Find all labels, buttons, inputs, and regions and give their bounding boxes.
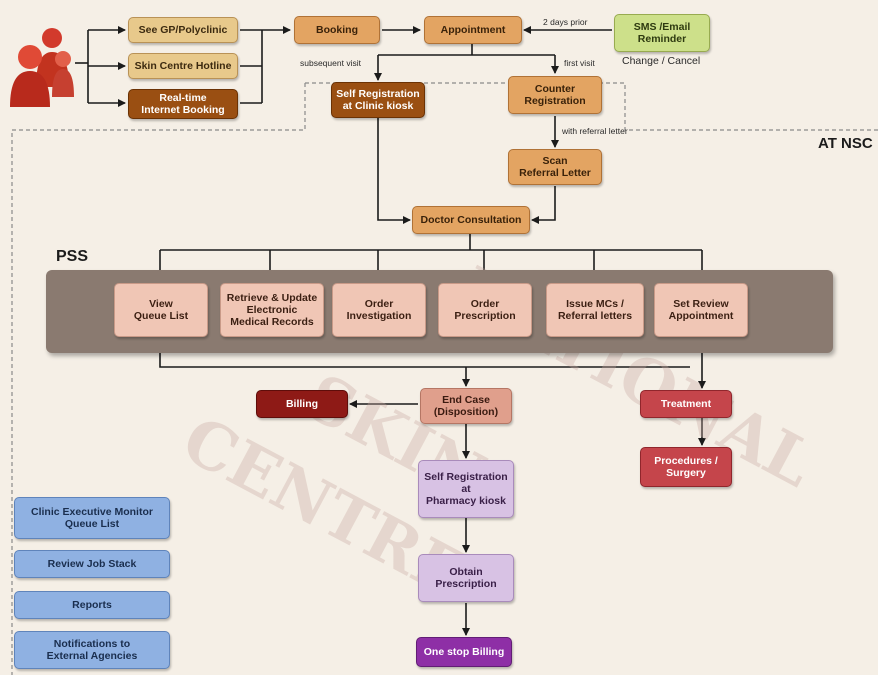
patient-group-icon [10,28,74,107]
order-investigation-box: Order Investigation [332,283,426,337]
order-prescription-box: Order Prescription [438,283,532,337]
treatment-box: Treatment [640,390,732,418]
procedures-surgery-box: Procedures / Surgery [640,447,732,487]
self-registration-clinic-kiosk-box: Self Registration at Clinic kiosk [331,82,425,118]
see-gp-polyclinic-box: See GP/Polyclinic [128,17,238,43]
issue-mcs-referral-box: Issue MCs / Referral letters [546,283,644,337]
review-job-stack-box: Review Job Stack [14,550,170,578]
appointment-box: Appointment [424,16,522,44]
reports-box: Reports [14,591,170,619]
nsc-boundary [11,82,878,675]
set-review-appointment-box: Set Review Appointment [654,283,748,337]
skin-centre-hotline-box: Skin Centre Hotline [128,53,238,79]
doctor-consultation-box: Doctor Consultation [412,206,530,234]
realtime-internet-booking-box: Real-time Internet Booking [128,89,238,119]
clinic-executive-monitor-box: Clinic Executive Monitor Queue List [14,497,170,539]
connectors [75,26,706,636]
billing-box: Billing [256,390,348,418]
scan-referral-letter-box: Scan Referral Letter [508,149,602,185]
at-nsc-label: AT NSC [818,135,873,152]
self-registration-pharmacy-kiosk-box: Self Registration at Pharmacy kiosk [418,460,514,518]
two-days-prior-label: 2 days prior [543,17,588,27]
notifications-external-agencies-box: Notifications to External Agencies [14,631,170,669]
one-stop-billing-box: One stop Billing [416,637,512,667]
end-case-box: End Case (Disposition) [420,388,512,424]
booking-box: Booking [294,16,380,44]
sms-email-reminder-box: SMS /Email Reminder [614,14,710,52]
view-queue-list-box: View Queue List [114,283,208,337]
obtain-prescription-box: Obtain Prescription [418,554,514,602]
pss-label: PSS [56,248,89,265]
counter-registration-box: Counter Registration [508,76,602,114]
change-cancel-label: Change / Cancel [622,55,701,67]
retrieve-update-emr-box: Retrieve & Update Electronic Medical Rec… [220,283,324,337]
first-visit-label: first visit [564,58,595,68]
with-referral-letter-label: with referral letter [562,126,628,136]
subsequent-visit-label: subsequent visit [300,58,361,68]
